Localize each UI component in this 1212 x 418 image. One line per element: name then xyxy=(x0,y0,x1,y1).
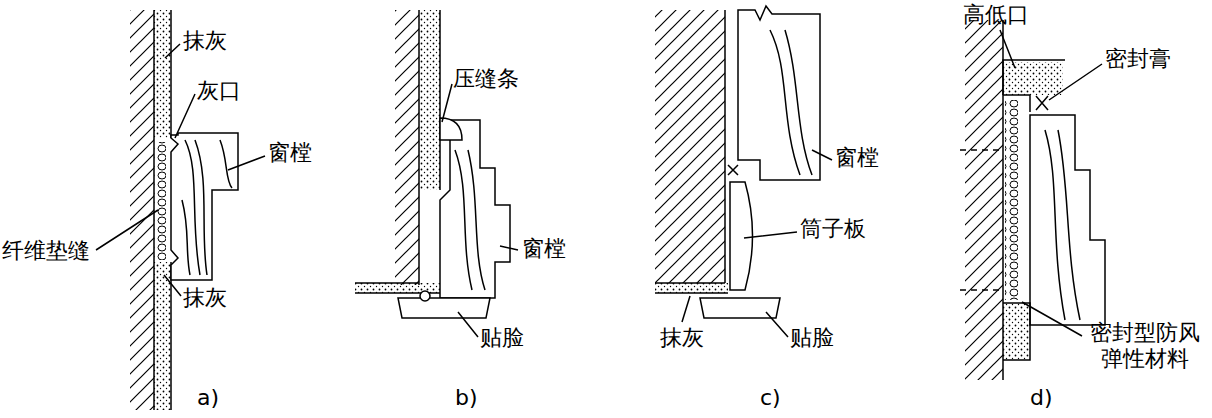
part-label: 贴脸 xyxy=(790,325,834,351)
part-label: 抹灰 xyxy=(183,28,227,54)
figure-tag: b) xyxy=(455,385,478,411)
part-label: 窗樘 xyxy=(268,140,312,166)
figure-tag: c) xyxy=(760,385,781,411)
part-label: 贴脸 xyxy=(480,325,524,351)
part-label: 抹灰 xyxy=(183,285,227,311)
part-label: 窗樘 xyxy=(835,145,879,171)
part-label: 压缝条 xyxy=(453,66,519,92)
part-label: 窗樘 xyxy=(522,236,566,262)
figure-tag: d) xyxy=(1030,385,1053,411)
part-label: 纤维垫缝 xyxy=(2,238,90,264)
part-label: 灰口 xyxy=(197,78,241,104)
part-label: 高低口 xyxy=(963,2,1029,28)
part-label: 密封膏 xyxy=(1105,46,1171,72)
part-label: 抹灰 xyxy=(660,325,704,351)
part-label: 密封型防风 弹性材料 xyxy=(1087,320,1203,373)
figure-tag: a) xyxy=(197,385,219,411)
part-label: 筒子板 xyxy=(800,216,866,242)
